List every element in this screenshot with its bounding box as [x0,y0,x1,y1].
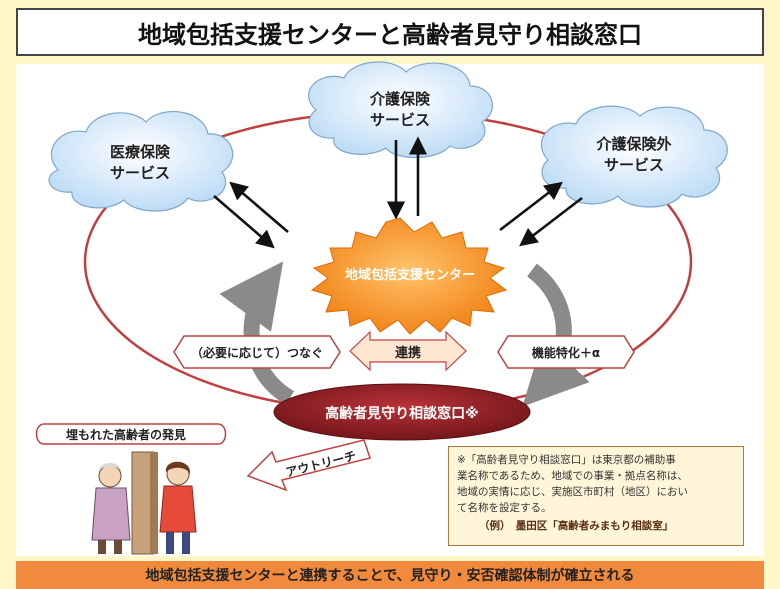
discover-box: 埋もれた高齢者の発見 [35,423,227,445]
specialize-text: 機能特化＋α [532,345,600,360]
burst-shape [310,217,508,335]
label-specialize: 機能特化＋α [497,335,635,369]
arrow-medical-to-center [213,195,275,249]
footnote-line: 地域の実情に応じ、実施区市町村（地区）におい [457,486,688,498]
cloud-care-line2: サービス [370,111,430,129]
connect-text: （必要に応じて）つなぐ [191,345,323,360]
cloud-other: 介護保険外 サービス [540,105,728,208]
consult-label: 高齢者見守り相談窓口※ [325,405,479,422]
cooperation-text: 連携 [395,345,421,361]
center-label: 地域包括支援センター [345,267,475,283]
cloud-other-line1: 介護保険外 [595,135,671,153]
cloud-care: 介護保険 サービス [308,61,493,158]
label-connect: （必要に応じて）つなぐ [173,335,341,369]
elderly-visit-illustration [91,451,197,555]
footnote-line: ※「高齢者見守り相談窓口」は東京都の補助事 [457,454,676,466]
consult-oval: 高齢者見守り相談窓口※ [273,383,531,441]
cloud-medical-line2: サービス [110,164,170,182]
cloud-other-line2: サービス [604,156,664,174]
gray-arrow-right [522,263,590,407]
footnote-example: （例） 墨田区「高齢者みまもり相談室」 [479,520,674,532]
flow-arrows [213,136,583,249]
diagram-title: 地域包括支援センターと高齢者見守り相談窓口 [16,8,764,56]
discover-text: 埋もれた高齢者の発見 [66,427,186,442]
outreach-arrow: アウトリーチ [246,439,371,492]
footnote-line: て名称を設定する。 [457,502,552,514]
arrow-other-to-center [519,196,583,247]
bottom-banner: 地域包括支援センターと連携することで、見守り・安否確認体制が確立される [16,561,764,589]
cloud-medical: 医療保険 サービス [48,110,234,212]
arrow-center-to-medical [229,181,289,233]
label-cooperation: 連携 [349,330,467,372]
arrow-center-to-other [499,181,563,232]
cloud-care-line1: 介護保険 [369,90,431,108]
footnote-box: ※「高齢者見守り相談窓口」は東京都の補助事 業名称であるため、地域での事業・拠点… [448,446,744,546]
footnote-line: 業名称であるため、地域での事業・拠点名称は、 [457,470,688,482]
cloud-medical-line1: 医療保険 [110,143,171,161]
center-burst: 地域包括支援センター [310,217,508,335]
